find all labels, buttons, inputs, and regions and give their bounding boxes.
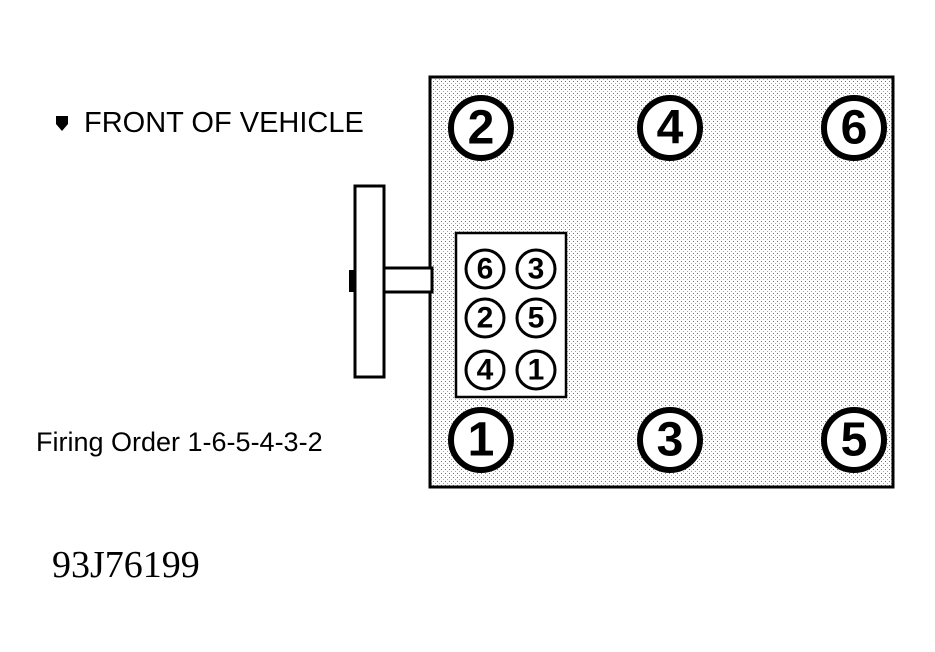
crank-pulley — [353, 184, 386, 379]
terminal-5-circle — [515, 297, 557, 339]
cylinder-1-circle — [448, 407, 514, 473]
cylinder-2-circle — [448, 95, 514, 161]
cylinder-5-label: 5 — [841, 414, 868, 467]
front-of-vehicle-label: FRONT OF VEHICLE — [84, 107, 364, 139]
front-arrow-icon — [56, 116, 68, 131]
cylinder-5-circle — [821, 407, 887, 473]
terminal-3-label: 3 — [528, 253, 545, 286]
pulley-hub — [349, 270, 356, 292]
terminal-1-circle — [515, 349, 557, 391]
terminal-4-label: 4 — [477, 354, 494, 387]
distributor-terminals: 6 3 2 5 4 1 — [464, 248, 557, 391]
cylinder-4-circle — [637, 95, 703, 161]
firing-order-label: Firing Order 1-6-5-4-3-2 — [36, 427, 323, 457]
cylinder-4-label: 4 — [657, 102, 684, 155]
figure-code: 93J76199 — [52, 544, 200, 586]
cylinder-row-top: 2 4 6 — [448, 95, 887, 161]
terminal-4-circle — [464, 349, 506, 391]
cylinder-6-circle — [821, 95, 887, 161]
terminal-6-circle — [464, 248, 506, 290]
terminal-3-circle — [515, 248, 557, 290]
terminal-2-label: 2 — [477, 302, 494, 335]
cylinder-3-circle — [637, 407, 703, 473]
terminal-2-circle — [464, 297, 506, 339]
cylinder-3-label: 3 — [657, 414, 684, 467]
cylinder-6-label: 6 — [841, 102, 868, 155]
cylinder-1-label: 1 — [468, 414, 495, 467]
crank-shaft — [382, 266, 434, 294]
terminal-5-label: 5 — [528, 302, 545, 335]
terminal-1-label: 1 — [528, 354, 545, 387]
terminal-6-label: 6 — [477, 253, 494, 286]
cylinder-row-bottom: 1 3 5 — [448, 407, 887, 473]
cylinder-2-label: 2 — [468, 102, 495, 155]
